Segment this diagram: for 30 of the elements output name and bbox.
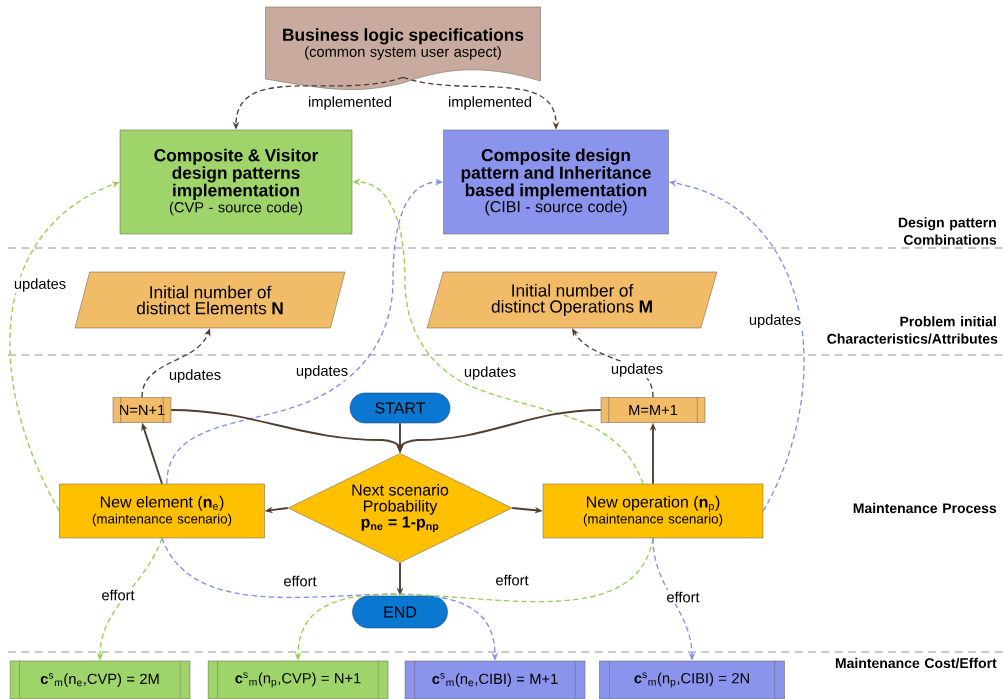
cost-box: c$^{s}$$_{m}$(n$_{e}$,CVP) = 2M <box>9 660 191 699</box>
process-box: New element (n$_{e}$) (maintenance scenario) <box>59 483 265 539</box>
process-box: Composite & Visitor design patterns implementation (CVP - source code) <box>119 129 353 235</box>
section-label: Design pattern Combinations <box>898 217 997 245</box>
section-label: Problem initial Characteristics/Attributes <box>827 316 998 344</box>
edge-label: implemented <box>446 94 534 112</box>
predefined-process-box: M=M+1 <box>600 396 706 424</box>
cost-box: c$^{s}$$_{m}$(n$_{p}$,CVP) = N+1 <box>207 660 389 699</box>
predefined-process-box: N=N+1 <box>112 396 172 424</box>
edge-label: updates <box>747 312 803 330</box>
process-box: New operation (n$_{p}$) (maintenance scenario) <box>542 483 764 539</box>
edge-label: effort <box>282 574 318 588</box>
cost-box: c$^{s}$$_{m}$(n$_{p}$,CIBI) = 2N <box>599 660 785 699</box>
section-label: Maintenance Cost/Effort <box>835 657 997 669</box>
edge-label: updates <box>167 367 223 385</box>
edge-label: effort <box>494 573 530 587</box>
edge-label: implemented <box>306 94 394 112</box>
edge-label: updates <box>462 364 518 382</box>
edge-label: effort <box>665 590 701 604</box>
cost-box: c$^{s}$$_{m}$(n$_{e}$,CIBI) = M+1 <box>404 660 586 699</box>
process-box: Composite design pattern and Inheritance based implementation (CIBI - source code) <box>443 129 669 235</box>
terminator: START <box>349 392 451 424</box>
edge-label: updates <box>294 363 350 381</box>
section-label: Maintenance Process <box>853 502 997 514</box>
edge-label: effort <box>100 588 136 602</box>
edge-label: updates <box>12 276 68 294</box>
data-parallelogram: Initial number of distinct Operations M <box>426 271 718 329</box>
data-parallelogram: Initial number of distinct Elements N <box>74 271 346 329</box>
edge-label: updates <box>609 361 665 379</box>
terminator: END <box>352 595 448 629</box>
